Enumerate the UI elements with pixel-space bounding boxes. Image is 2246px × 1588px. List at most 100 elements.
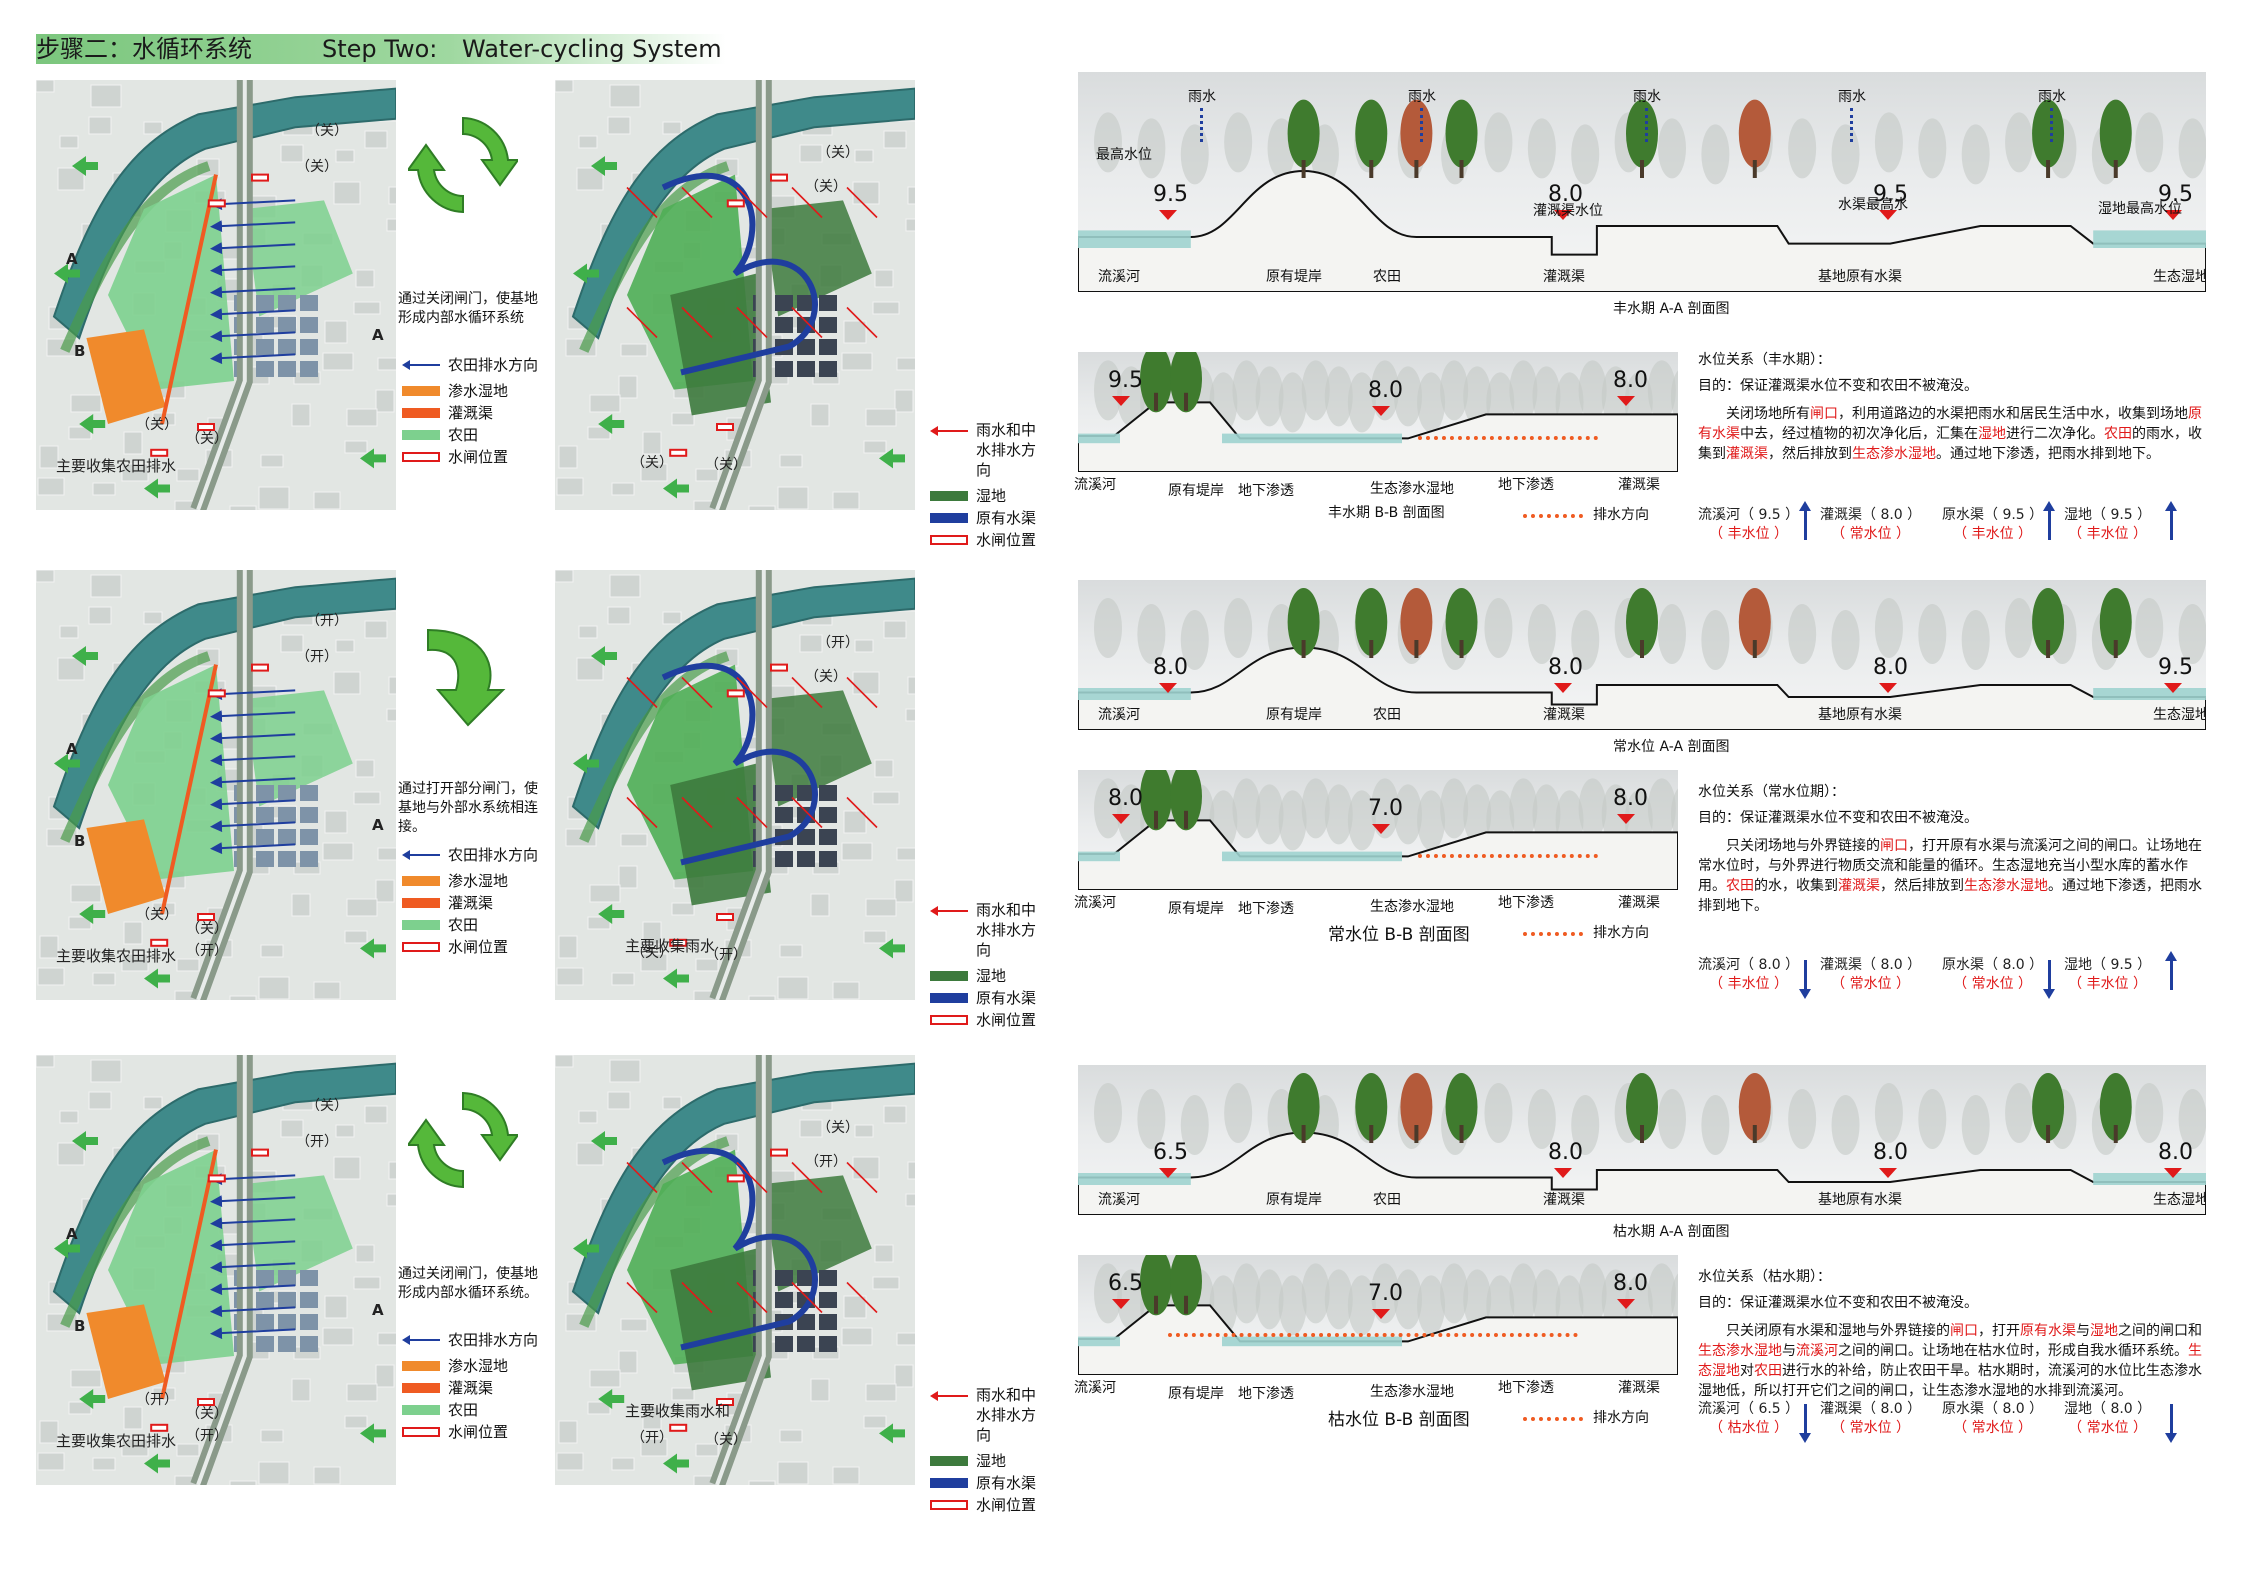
background-tree bbox=[1509, 1263, 1538, 1324]
building-block bbox=[819, 829, 837, 845]
building-block bbox=[278, 1270, 296, 1286]
city-block bbox=[280, 144, 304, 163]
background-tree bbox=[1509, 360, 1538, 421]
legend-label: 农田排水方向 bbox=[448, 1331, 539, 1349]
green-arrow bbox=[144, 968, 170, 989]
building-block bbox=[819, 1314, 837, 1330]
background-tree bbox=[1224, 112, 1253, 173]
tree bbox=[1170, 770, 1202, 831]
city-block bbox=[874, 759, 894, 778]
city-block bbox=[143, 121, 163, 135]
city-block bbox=[865, 1383, 897, 1402]
tree bbox=[1140, 1255, 1172, 1316]
section-label: 地下渗透 bbox=[1498, 477, 1554, 493]
relation-item: 流溪河（ 6.5 ）（ 枯水位 ） bbox=[1698, 1400, 1799, 1438]
rain-drain-arrow bbox=[846, 796, 878, 829]
green-arrow bbox=[591, 1131, 617, 1151]
green-arrow bbox=[360, 1423, 386, 1444]
section-marker-b: B bbox=[74, 1317, 86, 1335]
city-block bbox=[59, 135, 79, 149]
recycle-icon bbox=[406, 110, 520, 220]
water-level-marker bbox=[1554, 1168, 1572, 1178]
gate-label: （关） bbox=[306, 123, 348, 139]
section-caption: 枯水位 B-B 剖面图 bbox=[1328, 1410, 1470, 1430]
wetland-area bbox=[763, 690, 872, 807]
building-block bbox=[300, 361, 318, 377]
map-right: （关）（关）（关）（关） bbox=[555, 80, 915, 510]
water-level-value: 8.0 bbox=[1368, 378, 1403, 403]
city-block bbox=[92, 482, 116, 496]
water-level-value: 7.0 bbox=[1368, 1281, 1403, 1306]
city-block bbox=[39, 445, 59, 469]
background-tree bbox=[1701, 1095, 1730, 1155]
highlight-term: 流溪河 bbox=[1796, 1343, 1838, 1359]
drain-arrow bbox=[210, 732, 296, 745]
background-tree bbox=[1701, 610, 1730, 670]
tree bbox=[1170, 352, 1202, 413]
background-tree bbox=[1527, 1089, 1556, 1149]
arrow-up-icon bbox=[2165, 951, 2177, 990]
background-tree bbox=[1527, 118, 1556, 179]
background-tree bbox=[1417, 1275, 1446, 1336]
ground-profile bbox=[1078, 401, 1678, 472]
water-relation-text: 水位关系（常水位期）：目的：保证灌溉渠水位不变和农田不被淹没。只关闭场地与外界链… bbox=[1698, 782, 2208, 916]
city-block bbox=[123, 431, 143, 455]
building-block bbox=[256, 785, 274, 801]
background-tree bbox=[2178, 1089, 2206, 1149]
green-arrow bbox=[573, 753, 599, 774]
original-canal bbox=[661, 1147, 818, 1351]
arrow-up-icon bbox=[1799, 501, 1811, 540]
city-block bbox=[88, 606, 112, 625]
section-label: 灌溉渠 bbox=[1543, 707, 1585, 723]
down-arrow-icon bbox=[408, 620, 518, 730]
legend-label: 原有水渠 bbox=[976, 1474, 1037, 1492]
section-caption: 常水位 B-B 剖面图 bbox=[1328, 925, 1470, 945]
water-relation-text: 水位关系（丰水期）：目的：保证灌溉渠水位不变和农田不被淹没。关闭场地所有闸口，利… bbox=[1698, 350, 2208, 464]
city-block bbox=[280, 1119, 304, 1138]
city-block bbox=[810, 893, 830, 917]
city-block bbox=[576, 657, 604, 681]
city-block bbox=[587, 1401, 611, 1415]
gate-label: （关） bbox=[186, 1406, 228, 1422]
relation-name: 原水渠（ 9.5 ） bbox=[1942, 507, 2044, 523]
relation-name: 原水渠（ 8.0 ） bbox=[1942, 1401, 2044, 1417]
rain-drain-arrow bbox=[846, 676, 878, 709]
water-level-marker bbox=[2164, 210, 2182, 220]
tree bbox=[2099, 1073, 2132, 1141]
highlight-term: 生态渗水湿地 bbox=[1964, 878, 2048, 894]
section-label: 生态渗水湿地 bbox=[1370, 1384, 1454, 1400]
body-text: ，打开 bbox=[1978, 1323, 2020, 1339]
background-tree bbox=[1094, 1083, 1122, 1143]
legend-left: 农田排水方向渗水湿地灌溉渠农田水闸位置 bbox=[402, 355, 572, 469]
city-block bbox=[143, 611, 163, 625]
relation-heading: 水位关系（丰水期）： bbox=[1698, 352, 1831, 368]
section-marker-a: A bbox=[66, 740, 78, 758]
city-block bbox=[607, 606, 631, 625]
building-block bbox=[256, 851, 274, 867]
rain-arrow bbox=[1200, 108, 1203, 142]
city-block bbox=[799, 144, 823, 163]
green-arrow bbox=[72, 1131, 98, 1151]
background-tree bbox=[1874, 112, 1903, 173]
drain-arrow bbox=[210, 1217, 296, 1230]
city-block bbox=[607, 1091, 631, 1110]
building-block bbox=[256, 807, 274, 823]
gate-marker bbox=[150, 938, 169, 947]
tree bbox=[1738, 99, 1771, 168]
city-block bbox=[324, 320, 348, 344]
background-tree bbox=[1117, 1269, 1146, 1330]
background-tree bbox=[2005, 112, 2034, 173]
green-arrow bbox=[54, 753, 80, 774]
water-level-value: 8.0 bbox=[1153, 655, 1188, 680]
legend-label: 湿地 bbox=[976, 1452, 1007, 1470]
relation-item: 原水渠（ 9.5 ）（ 丰水位 ） bbox=[1942, 506, 2043, 544]
tree-trunk bbox=[1301, 160, 1306, 178]
highlight-term: 灌溉渠 bbox=[1726, 446, 1768, 462]
city-block bbox=[92, 972, 116, 986]
map-svg bbox=[36, 1055, 396, 1485]
map-svg bbox=[555, 570, 915, 1000]
city-block bbox=[388, 1161, 396, 1180]
river-water bbox=[1078, 851, 1120, 862]
